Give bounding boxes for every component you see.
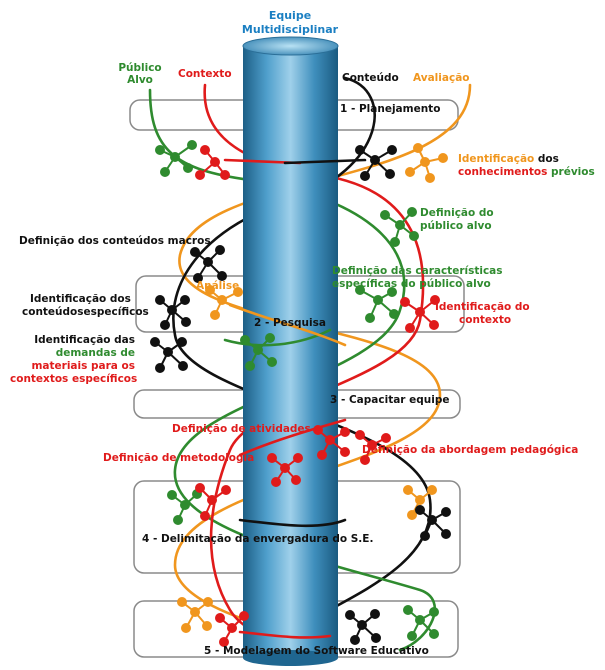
label-analise: Análise — [196, 280, 239, 292]
strand-label-contexto: Contexto — [178, 68, 232, 80]
label-dos-word: dos — [534, 153, 559, 165]
label-ident-conhecimentos-line2: conhecimentos prévios — [458, 166, 595, 178]
node-cluster-black-4 — [151, 338, 187, 372]
node-cluster-black-1 — [356, 146, 396, 180]
stage-label-5: 5 - Modelagem do Software Educativo — [204, 645, 429, 657]
label-ident-conteudos-line1: Identificação dos — [30, 293, 131, 305]
label-previos-word: prévios — [547, 166, 594, 178]
header-title-line1: Equipe — [255, 10, 325, 22]
label-def-caracteristicas-line2: específicas do público alvo — [332, 278, 491, 290]
label-def-conteudos-macros: Definição dos conteúdos macros — [19, 235, 211, 247]
label-def-metodologia: Definição de metodologia — [103, 452, 254, 464]
strand-label-avaliacao: Avaliação — [413, 72, 470, 84]
label-def-caracteristicas-line1: Definição das características — [332, 265, 503, 277]
label-ident-contexto-line2: contexto — [459, 314, 511, 326]
label-def-abordagem: Definição da abordagem pedagógica — [362, 444, 578, 456]
label-ident-demandas-line3: materiais para os — [10, 360, 135, 372]
stage-label-1: 1 - Planejamento — [340, 103, 440, 115]
label-ident-conteudos-line2: conteúdosespecíficos — [22, 306, 149, 318]
node-cluster-green-1 — [156, 141, 196, 176]
header-title-line2: Multidisciplinar — [230, 24, 350, 36]
stage-label-3: 3 - Capacitar equipe — [330, 394, 449, 406]
label-def-atividades: Definição de atividades — [172, 423, 311, 435]
label-ident-conhecimentos-line1: Identificação dos — [458, 153, 559, 165]
node-cluster-orange-1 — [406, 144, 447, 182]
label-ident-word: Identificação — [458, 153, 534, 165]
label-conhecimentos-word: conhecimentos — [458, 166, 547, 178]
label-ident-demandas-line4: contextos específicos — [10, 373, 135, 385]
stage-label-2: 2 - Pesquisa — [254, 317, 326, 329]
label-ident-demandas-line2: demandas de — [10, 347, 135, 359]
strand-label-conteudo: Conteúdo — [342, 72, 399, 84]
strand-label-publico-line2: Alvo — [112, 74, 168, 86]
label-ident-contexto-line1: Identificação do — [435, 301, 530, 313]
label-ident-demandas-line1: Identificação das — [10, 334, 135, 346]
stage-label-4: 4 - Delimitação da envergadura do S.E. — [142, 533, 373, 545]
label-def-publico-line2: público alvo — [420, 220, 492, 232]
label-def-publico-line1: Definição do — [420, 207, 494, 219]
strand-label-publico-line1: Público — [112, 62, 168, 74]
